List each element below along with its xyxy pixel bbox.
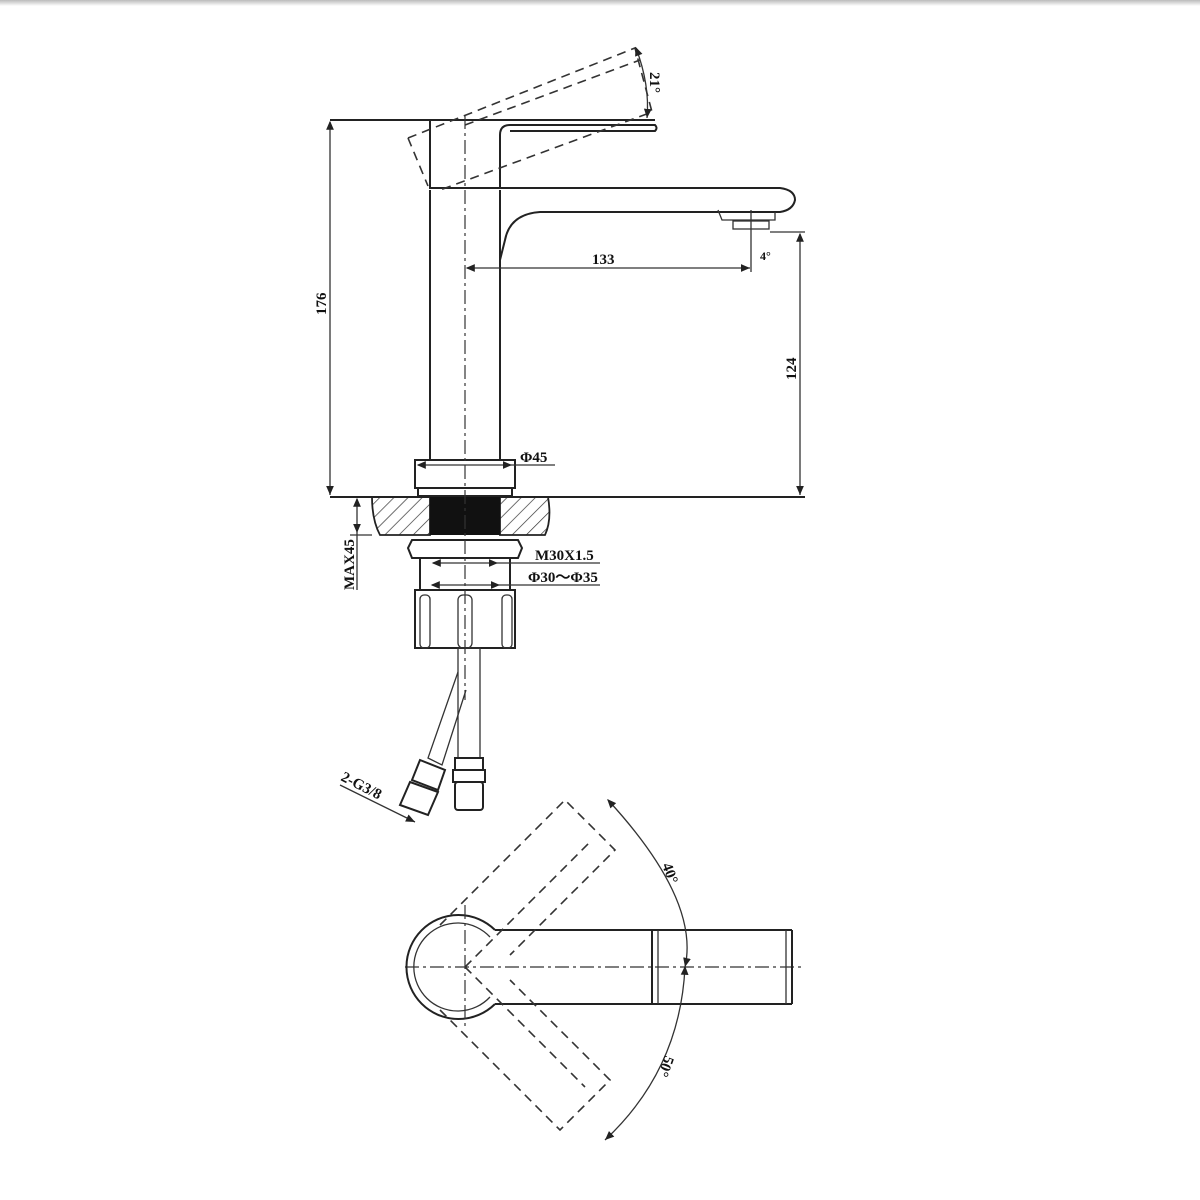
spout-tilt-label: 4° (760, 249, 771, 263)
max-deck-thickness-label: MAX45 (342, 539, 358, 590)
thread-label: M30X1.5 (535, 548, 594, 564)
top-edge-shadow (0, 0, 1200, 6)
hoses (398, 647, 486, 817)
top-view: 40° 50° (405, 798, 805, 1141)
rotation-down-label: 50° (654, 1054, 676, 1079)
rotation-up-label: 40° (658, 861, 680, 886)
side-view: 21° 2-G3/8 176 (314, 46, 805, 823)
total-height-label: 176 (314, 292, 330, 315)
spout-height-label: 124 (784, 357, 800, 380)
spout-reach-label: 133 (592, 252, 615, 268)
mounting-hole-label: Φ30～Φ35 (528, 570, 598, 586)
base-diameter-label: Φ45 (520, 450, 547, 466)
hose-connector-label: 2-G3/8 (338, 769, 384, 803)
handle-tilt-label: 21° (646, 72, 662, 93)
